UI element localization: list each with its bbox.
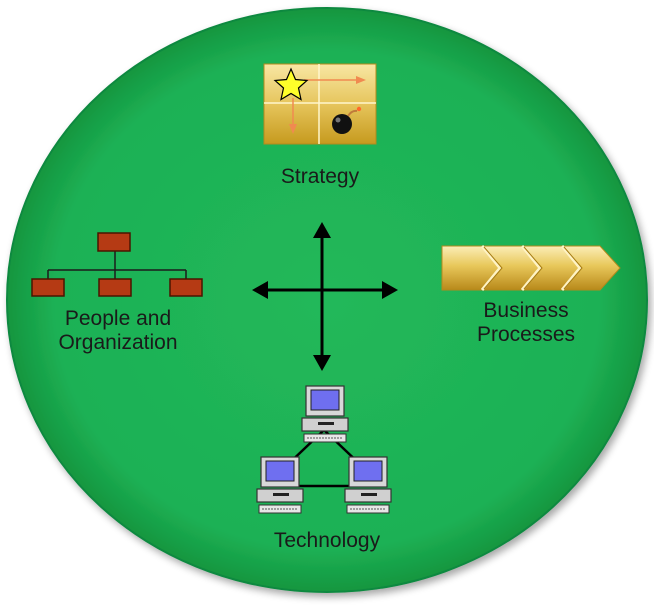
network-computers-icon [256,385,392,514]
people-label-line2: Organization [58,331,177,354]
background-circle [6,7,648,593]
bomb-icon [332,106,362,134]
star-icon [273,67,309,101]
computer-top-icon [301,385,349,443]
computer-right-icon [344,456,392,514]
business-label-line2: Processes [477,323,575,346]
business-label-line1: Business [483,299,568,322]
process-chevrons-icon [441,245,621,291]
people-label-line1: People and [65,307,171,330]
computer-left-icon [256,456,304,514]
technology-label: Technology [274,529,381,552]
four-way-arrow-icon [252,222,398,371]
strategy-grid-icon [263,63,377,145]
org-chart-icon [31,232,203,297]
strategy-label: Strategy [281,165,360,188]
